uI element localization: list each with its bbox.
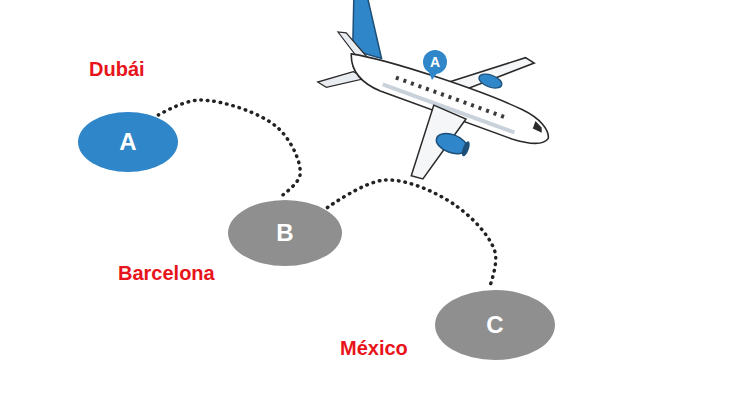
node-letter: C (486, 311, 503, 339)
dotted-route (158, 100, 300, 197)
node-letter: B (276, 219, 293, 247)
ellipse-outline (228, 200, 342, 266)
dotted-route (327, 180, 495, 287)
ellipse-outline (78, 112, 178, 172)
city-ellipse: BBarcelona (228, 200, 342, 266)
ellipse-outline (435, 290, 555, 360)
plane-tag: A (423, 50, 447, 74)
city-name: Barcelona (118, 262, 215, 285)
airplane (298, 0, 572, 215)
city-name: Dubái (89, 58, 145, 81)
city-name: México (340, 337, 408, 360)
node-letter: A (119, 128, 136, 156)
city-ellipse: ADubái (78, 112, 178, 172)
city-ellipse: CMéxico (435, 290, 555, 360)
